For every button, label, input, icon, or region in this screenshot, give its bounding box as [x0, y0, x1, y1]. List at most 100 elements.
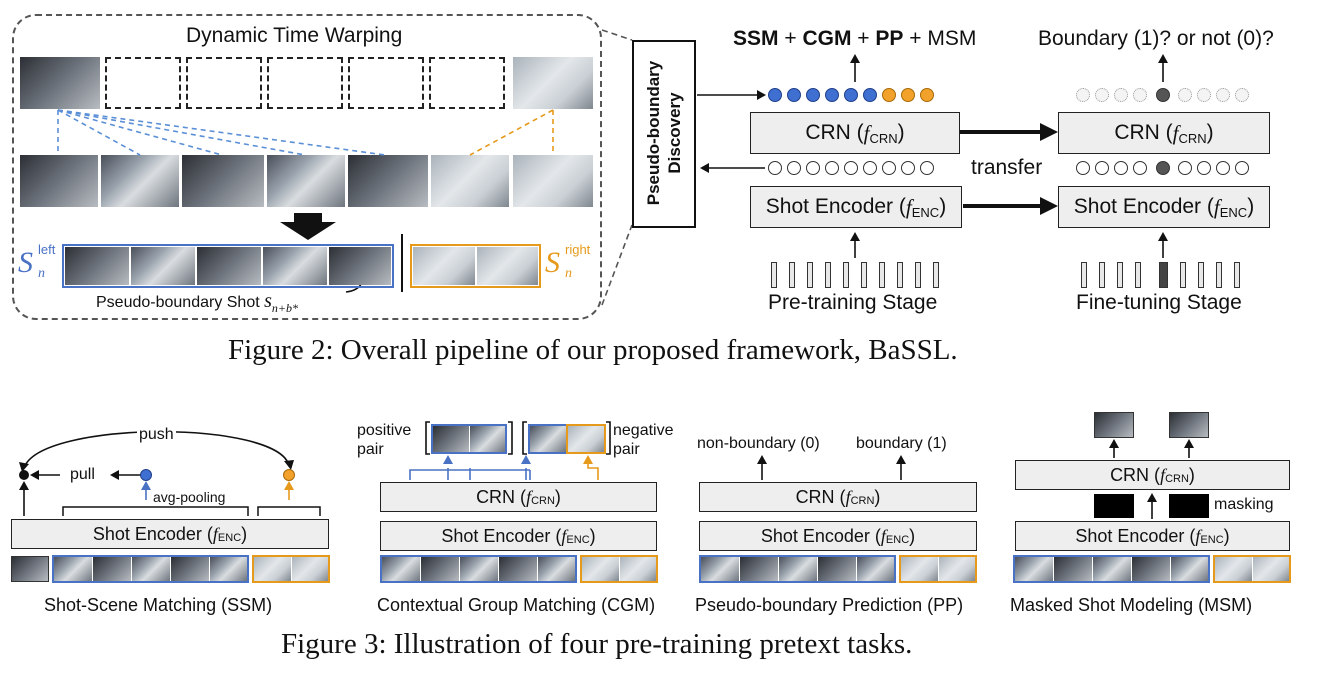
input-shot-bar [771, 262, 777, 288]
push-label: push [137, 426, 176, 444]
enc-label: Shot Encoder ( [92, 523, 213, 544]
dtw-title: Dynamic Time Warping [186, 24, 403, 47]
masking-label: masking [1214, 496, 1274, 513]
pseudo-discovery-box [632, 40, 696, 228]
dtw-panel [12, 14, 602, 320]
shot-image [582, 557, 619, 581]
shot-image [54, 557, 92, 581]
dtw-empty-slot [348, 57, 424, 109]
task-msm-label: Masked Shot Modeling (MSM) [1010, 595, 1253, 615]
pseudo-label-dot [825, 88, 839, 102]
shot-feature-dot [1076, 161, 1090, 175]
shot-feature-dot [1178, 161, 1192, 175]
enc-sub: ENC [217, 532, 242, 544]
enc-label: Shot Encoder ( [765, 195, 906, 218]
negative-pair-label: negative pair [613, 422, 674, 458]
shot-image [818, 557, 856, 581]
shot-image [421, 557, 459, 581]
enc-label: Shot Encoder ( [1075, 525, 1196, 546]
shot-image [1015, 557, 1053, 581]
boundary-label: boundary (1) [856, 435, 947, 452]
crn-sub: CRN [1165, 473, 1189, 485]
enc-f: f [905, 194, 912, 219]
shot-feature-dot [844, 161, 858, 175]
ssm-positive-point [140, 469, 152, 481]
shot-feature-dot [825, 161, 839, 175]
shot-image [254, 557, 291, 581]
pseudo-label-dot [882, 88, 896, 102]
s-left-sub: n [38, 266, 45, 281]
shot-image [513, 155, 593, 207]
shot-image [329, 247, 391, 285]
input-shot-bar [915, 262, 921, 288]
enc-f: f [880, 525, 886, 546]
figure-3-caption: Figure 3: Illustration of four pre-train… [281, 628, 913, 660]
shot-image [20, 155, 98, 207]
objective-msm: MSM [927, 27, 977, 50]
pseudo-label-dot [863, 88, 877, 102]
input-shot-bar [1234, 262, 1240, 288]
blue-frame [380, 555, 577, 583]
dtw-anchor-right-image [513, 57, 593, 109]
shot-image [132, 557, 170, 581]
crn-sub: CRN [1178, 130, 1207, 146]
shot-image [11, 556, 49, 582]
orange-frame [580, 555, 658, 583]
shot-feature-dot [1095, 161, 1109, 175]
shot-feature-dot [1133, 161, 1147, 175]
output-dot [1235, 88, 1249, 102]
shot-image [292, 557, 328, 581]
shot-image [65, 247, 129, 285]
shot-image [433, 426, 469, 452]
input-shot-bar [789, 262, 795, 288]
shot-image [530, 426, 566, 452]
shot-feature-dot [863, 161, 877, 175]
output-dot [1216, 88, 1230, 102]
pseudo-shot-text: Pseudo-boundary Shot [96, 294, 260, 311]
s-right-sub: n [565, 266, 572, 281]
shot-image [701, 557, 739, 581]
enc-sub: ENC [1200, 534, 1224, 546]
pseudo-label-dot [787, 88, 801, 102]
shot-feature-dot [920, 161, 934, 175]
pull-label: pull [70, 466, 95, 483]
input-shot-bar-center [1159, 262, 1168, 288]
shot-feature-dot-active [1156, 161, 1170, 175]
pseudo-shot-sub: n+b* [271, 301, 299, 315]
input-shot-bar [879, 262, 885, 288]
output-dot [1178, 88, 1192, 102]
shot-image [1215, 557, 1252, 581]
mask-block [1094, 494, 1134, 518]
blue-frame [52, 555, 249, 583]
output-dot [1133, 88, 1147, 102]
output-dot [1197, 88, 1211, 102]
dtw-empty-slot [267, 57, 343, 109]
crn-label: CRN ( [805, 121, 864, 144]
objective-ssm: SSM [733, 27, 779, 50]
shot-image [131, 247, 195, 285]
enc-f: f [212, 523, 218, 544]
shot-image [470, 426, 505, 452]
input-shot-bar [843, 262, 849, 288]
shot-image [477, 247, 538, 285]
dtw-empty-slot [186, 57, 262, 109]
output-dot-active [1156, 88, 1170, 102]
blue-frame [1013, 555, 1210, 583]
pseudo-label-dot [844, 88, 858, 102]
ssm-negative-point [283, 469, 295, 481]
task-pp-label: Pseudo-boundary Prediction (PP) [695, 595, 964, 615]
orange-frame [899, 555, 977, 583]
shot-image [93, 557, 131, 581]
task-cgm-label: Contextual Group Matching (CGM) [377, 595, 656, 615]
crn-label: CRN ( [1114, 121, 1173, 144]
enc-label: Shot Encoder ( [760, 525, 881, 546]
positive-pair-frame [431, 424, 507, 454]
shot-image [1054, 557, 1092, 581]
reconstructed-shot-image [1094, 412, 1134, 438]
shot-image [101, 155, 179, 207]
non-boundary-label: non-boundary (0) [697, 435, 820, 452]
s-left-sup: left [38, 242, 56, 257]
